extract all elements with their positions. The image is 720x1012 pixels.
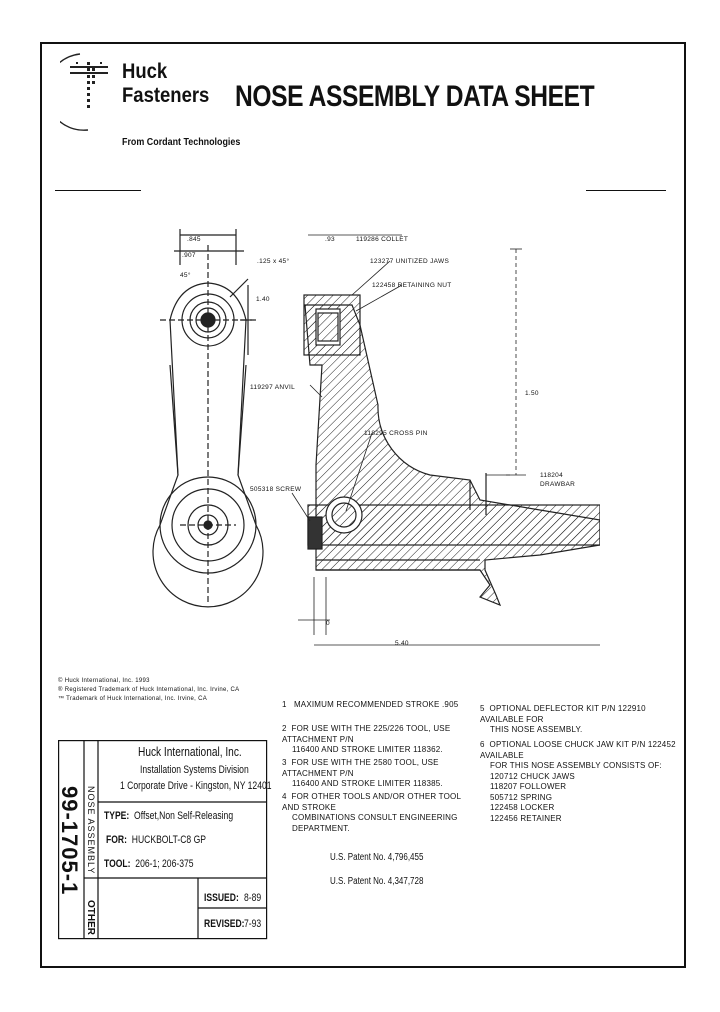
issued-label: ISSUED: xyxy=(204,892,239,904)
callout-cross-pin: 118295 CROSS PIN xyxy=(364,430,428,437)
note-text: 116400 AND STROKE LIMITER 118385. xyxy=(292,779,443,788)
revised-label: REVISED: xyxy=(204,918,245,930)
note-text: 122458 LOCKER xyxy=(490,803,555,812)
note-text: OPTIONAL DEFLECTOR KIT P/N 122910 AVAILA… xyxy=(480,704,646,724)
for-label: FOR: xyxy=(106,834,127,846)
company-name-line2: Fasteners xyxy=(122,84,210,107)
document-number: 99-1705-1 xyxy=(57,786,82,896)
for-value: HUCKBOLT-C8 GP xyxy=(131,834,206,846)
callout-retaining-nut: 122458 RETAINING NUT xyxy=(372,282,452,289)
note-text: OPTIONAL LOOSE CHUCK JAW KIT P/N 122452 … xyxy=(480,740,676,760)
dim-left-top: .845 xyxy=(187,236,201,243)
note-text: FOR THIS NOSE ASSEMBLY CONSISTS OF: xyxy=(490,761,662,770)
note-text: FOR USE WITH THE 225/226 TOOL, USE ATTAC… xyxy=(282,724,451,744)
note-6: 6 OPTIONAL LOOSE CHUCK JAW KIT P/N 12245… xyxy=(480,740,676,824)
copyright-line: © Huck International, Inc. 1993 xyxy=(58,678,150,684)
note-text: 120712 CHUCK JAWS xyxy=(490,771,575,781)
dim-bottom-long: 5.40 xyxy=(395,640,409,647)
title-block-tool: TOOL: 206-1; 206-375 xyxy=(104,858,194,870)
company-tagline: From Cordant Technologies xyxy=(122,136,241,148)
title-block-side-label: NOSE ASSEMBLY xyxy=(86,786,96,875)
tool-value: 206-1; 206-375 xyxy=(135,858,194,870)
type-value: Offset,Non Self-Releasing xyxy=(134,810,234,822)
dim-left-right: 1.40 xyxy=(256,296,270,303)
title-block-company: Huck International, Inc. xyxy=(138,744,242,759)
note-text: MAXIMUM RECOMMENDED STROKE .905 xyxy=(293,700,459,709)
note-text: 505712 SPRING xyxy=(490,792,553,802)
title-block-type: TYPE: Offset,Non Self-Releasing xyxy=(104,810,233,822)
copyright-line: ® Registered Trademark of Huck Internati… xyxy=(58,687,240,693)
title-block-address: 1 Corporate Drive - Kingston, NY 12401 xyxy=(120,780,272,792)
data-sheet-border xyxy=(40,42,686,968)
note-number: 4 xyxy=(282,792,287,801)
note-text: FOR OTHER TOOLS AND/OR OTHER TOOL AND ST… xyxy=(282,792,461,812)
note-text: THIS NOSE ASSEMBLY. xyxy=(490,725,583,734)
note-text: 122456 RETAINER xyxy=(490,813,562,823)
callout-drawbar-part: 118204 xyxy=(540,472,564,479)
note-number: 6 xyxy=(480,740,485,749)
revised-value: 7-93 xyxy=(244,918,262,930)
huck-logo-icon xyxy=(60,53,108,131)
page-title: NOSE ASSEMBLY DATA SHEET xyxy=(235,80,595,113)
title-block-for: FOR: HUCKBOLT-C8 GP xyxy=(106,834,206,846)
callout-anvil: 119297 ANVIL xyxy=(250,384,296,391)
note-3: 3 FOR USE WITH THE 2580 TOOL, USE ATTACH… xyxy=(282,758,472,790)
note-5: 5 OPTIONAL DEFLECTOR KIT P/N 122910 AVAI… xyxy=(480,704,676,736)
note-text: 118207 FOLLOWER xyxy=(490,782,567,791)
note-1: 1 MAXIMUM RECOMMENDED STROKE .905 xyxy=(282,700,472,711)
note-number: 5 xyxy=(480,704,485,713)
note-text: FOR USE WITH THE 2580 TOOL, USE ATTACHME… xyxy=(282,758,439,778)
note-4: 4 FOR OTHER TOOLS AND/OR OTHER TOOL AND … xyxy=(282,792,472,834)
type-label: TYPE: xyxy=(104,810,130,822)
nose-assembly-drawing xyxy=(152,229,600,646)
note-number: 2 xyxy=(282,724,287,733)
dim-right-vertical: 1.50 xyxy=(525,390,539,397)
tool-label: TOOL: xyxy=(104,858,131,870)
copyright-line: ™ Trademark of Huck International, Inc. … xyxy=(58,696,208,702)
note-number: 1 xyxy=(282,700,287,709)
patent-number: U.S. Patent No. 4,347,728 xyxy=(330,876,424,887)
dim-right-angle: .125 x 45° xyxy=(257,258,290,265)
header-rule-left xyxy=(55,190,141,191)
dim-right-top: .93 xyxy=(325,236,335,243)
note-number: 3 xyxy=(282,758,287,767)
issued-value: 8-89 xyxy=(244,892,262,904)
patent-number: U.S. Patent No. 4,796,455 xyxy=(330,852,424,863)
dim-left-second: .907 xyxy=(182,252,196,259)
note-2: 2 FOR USE WITH THE 225/226 TOOL, USE ATT… xyxy=(282,724,472,756)
dim-left-angle: 45° xyxy=(180,272,191,279)
note-text: COMBINATIONS CONSULT ENGINEERING DEPARTM… xyxy=(292,813,458,833)
dim-bottom-small: 0 xyxy=(326,620,330,627)
callout-collet: 119286 COLLET xyxy=(356,236,409,243)
callout-drawbar: DRAWBAR xyxy=(540,481,576,488)
title-block-other-label: OTHER xyxy=(85,900,96,935)
company-name-line1: Huck xyxy=(122,60,168,83)
header-rule-right xyxy=(586,190,666,191)
note-text: 116400 AND STROKE LIMITER 118362. xyxy=(292,745,443,754)
callout-jaws: 123277 UNITIZED JAWS xyxy=(370,258,450,265)
callout-screw: 505318 SCREW xyxy=(250,486,302,493)
title-block-division: Installation Systems Division xyxy=(140,764,249,776)
title-block-frame xyxy=(58,740,268,940)
